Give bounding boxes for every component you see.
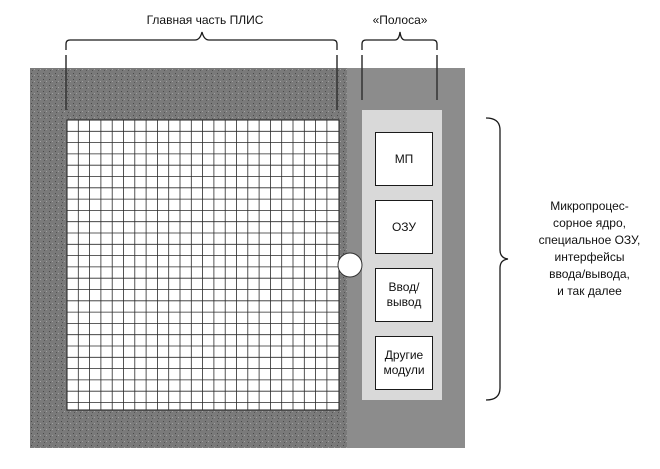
description-line: специальное ОЗУ, [538, 233, 641, 247]
description-line: Микропроцес- [550, 199, 629, 213]
description-line: и так далее [557, 284, 622, 298]
module-io: Ввод/ вывод [375, 268, 433, 322]
module-cpu-line1: МП [394, 151, 414, 166]
module-io-line1: Ввод/ [388, 280, 420, 294]
fpga-main-label: Главная часть ПЛИС [146, 13, 264, 27]
brace-strip [361, 31, 438, 50]
brace-main [65, 31, 338, 50]
module-other-line2: модули [383, 363, 425, 377]
description-line: ввода/вывода, [549, 267, 630, 281]
module-io-line2: вывод [386, 295, 422, 309]
brace-right [485, 117, 509, 401]
connector-bump [337, 252, 363, 278]
description-line: интерфейсы [554, 250, 625, 264]
module-other: Другие модули [375, 336, 433, 390]
strip-label: «Полоса» [372, 13, 428, 27]
module-ram-line1: ОЗУ [391, 219, 417, 234]
module-ram: ОЗУ [375, 200, 433, 254]
module-cpu: МП [375, 132, 433, 186]
logic-grid-lines [67, 120, 339, 410]
strip-description: Микропроцес- сорное ядро, специальное ОЗ… [527, 198, 652, 300]
description-line: сорное ядро, [553, 216, 626, 230]
module-other-line1: Другие [384, 348, 424, 362]
